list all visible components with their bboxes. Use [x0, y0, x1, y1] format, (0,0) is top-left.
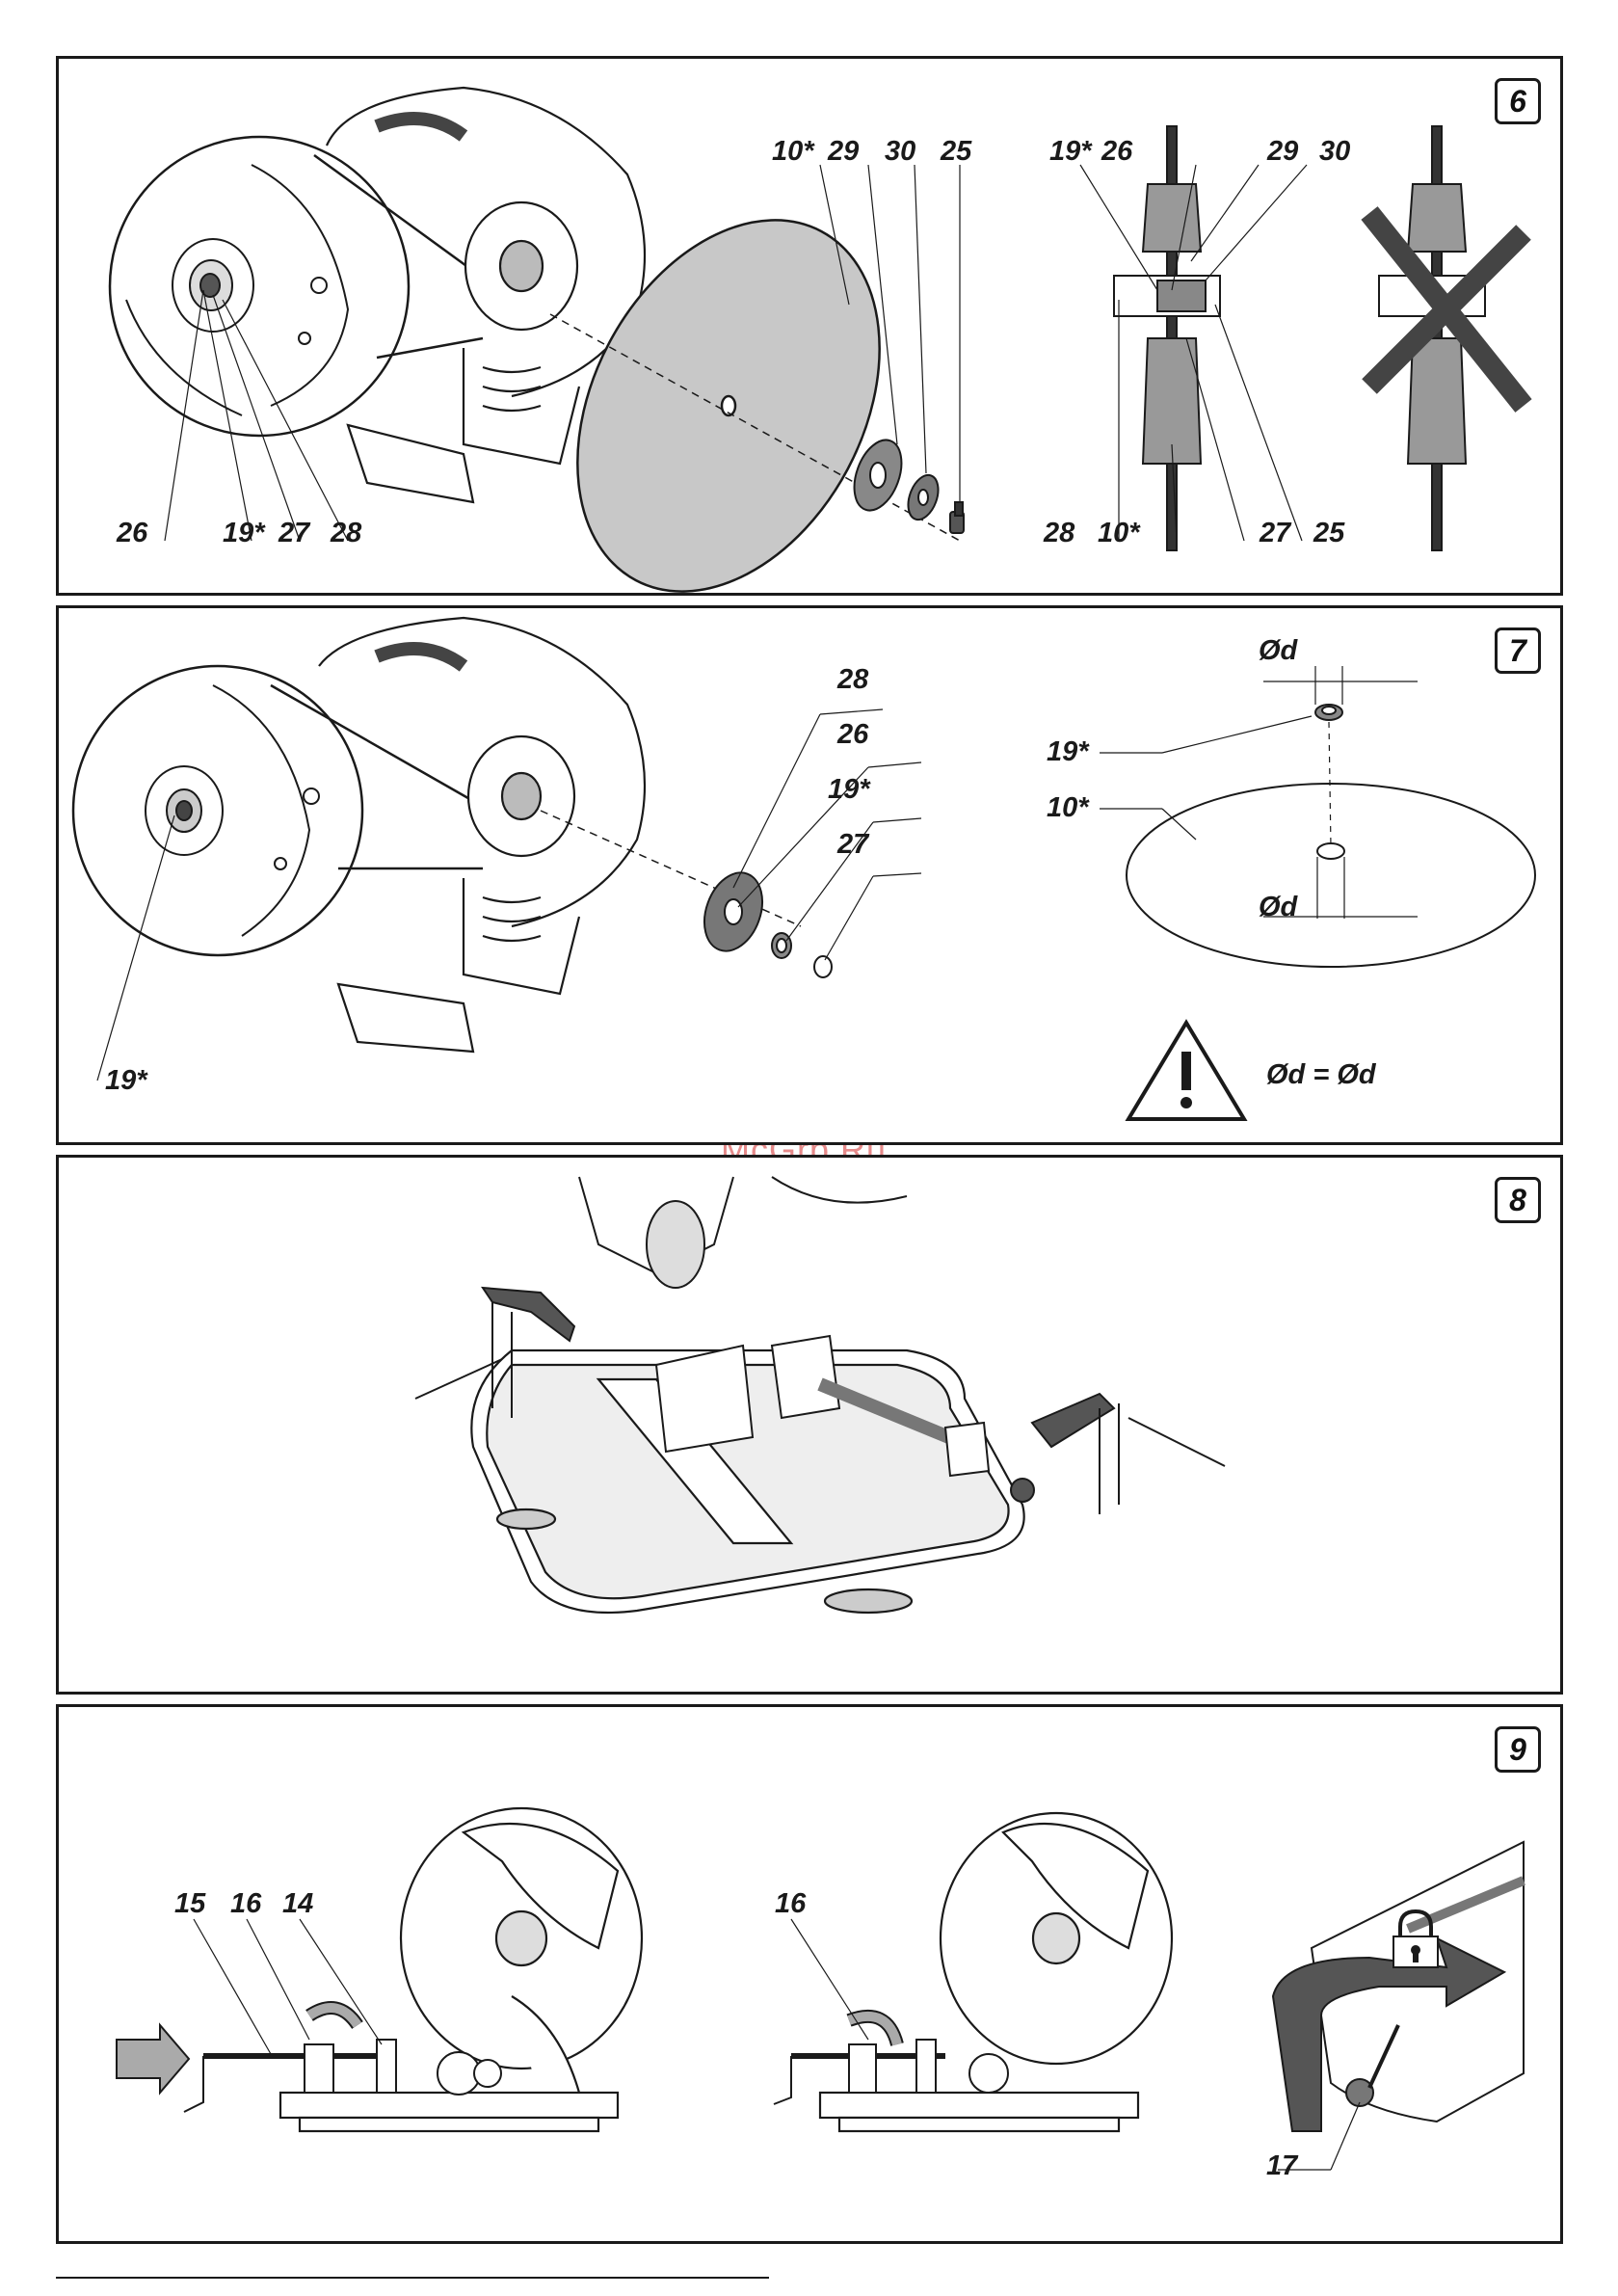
part-label-16-right: 16 — [775, 1890, 806, 1918]
flange-30 — [903, 471, 944, 524]
section-label-25: 25 — [1313, 520, 1344, 547]
zoom-detail-circle — [73, 666, 483, 955]
section-label-30: 30 — [1319, 138, 1350, 166]
part-label-26: 26 — [117, 520, 147, 547]
figure-panel-6: 6 — [56, 56, 1563, 596]
ring-19 — [772, 933, 791, 958]
disc-diameter-diagram — [1100, 666, 1535, 967]
zoom-detail-circle — [110, 137, 483, 436]
part-label-19: 19* — [828, 776, 870, 804]
saw-head-sketch — [319, 618, 801, 1052]
part-label-27: 27 — [837, 831, 868, 859]
figure-panel-7: 7 — [56, 605, 1563, 1145]
section-label-29: 29 — [1267, 138, 1298, 166]
section-label-27: 27 — [1260, 520, 1290, 547]
section-label-28: 28 — [1044, 520, 1074, 547]
feed-arrow-icon — [117, 2025, 189, 2093]
diameter-label-bottom: Ød — [1259, 894, 1297, 921]
cross-section-correct — [1080, 126, 1307, 550]
part-label-27: 27 — [279, 520, 309, 547]
part-label-26: 26 — [837, 721, 868, 749]
part-label-25: 25 — [941, 138, 971, 166]
lock-lever-detail — [1273, 1842, 1524, 2131]
section-label-10: 10* — [1098, 520, 1140, 547]
part-label-19: 19* — [223, 520, 265, 547]
diameter-equation: Ød = Ød — [1266, 1061, 1376, 1089]
diameter-label-top: Ød — [1259, 637, 1297, 665]
section-label-26: 26 — [1101, 138, 1132, 166]
panel-9-drawing — [59, 1707, 1566, 2247]
cross-section-wrong — [1369, 126, 1524, 550]
part-label-17: 17 — [1266, 2152, 1297, 2180]
part-label-14: 14 — [282, 1890, 313, 1918]
figure-panel-9: 9 — [56, 1704, 1563, 2244]
panel-8-drawing — [59, 1158, 1566, 1697]
part-label-30: 30 — [885, 138, 915, 166]
part-label-29: 29 — [828, 138, 859, 166]
part-label-28: 28 — [331, 520, 361, 547]
part-label-15: 15 — [174, 1890, 205, 1918]
flange-28 — [694, 865, 772, 959]
part-label-10: 10* — [772, 138, 814, 166]
section-label-19: 19* — [1049, 138, 1092, 166]
warning-icon — [1128, 1023, 1244, 1119]
rotate-arrow-left-icon — [309, 2008, 358, 2025]
figure-panel-8: 8 — [56, 1155, 1563, 1695]
bottom-rule — [56, 2277, 769, 2279]
bolt-25 — [950, 502, 964, 533]
part-label-19-zoom: 19* — [105, 1067, 147, 1095]
ring-27 — [814, 956, 832, 977]
part-label-16: 16 — [230, 1890, 261, 1918]
saw-head-partial — [579, 1177, 907, 1288]
disc-label-10: 10* — [1047, 794, 1089, 822]
part-label-28: 28 — [837, 666, 868, 694]
disc-label-19: 19* — [1047, 738, 1089, 766]
